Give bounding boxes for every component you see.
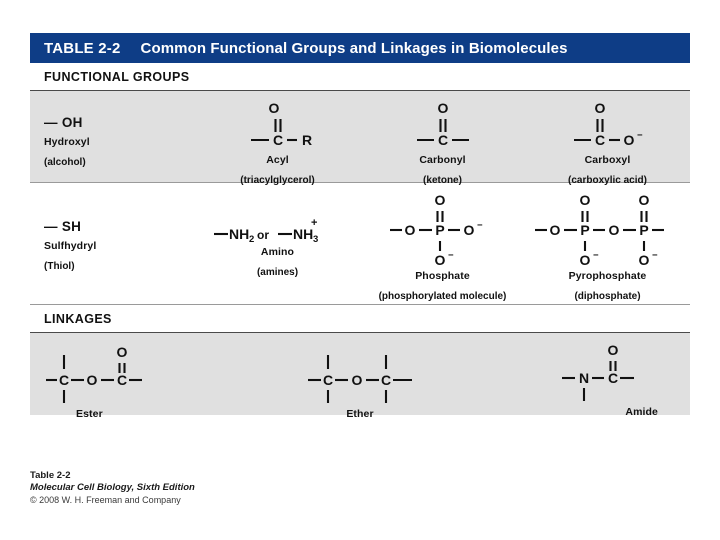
- group-name: Amino: [260, 246, 295, 258]
- table-number: TABLE 2-2: [44, 39, 121, 57]
- svg-text:O: O: [638, 192, 649, 208]
- group-cell-carbonyl: O C Carbonyl (ketone): [360, 91, 525, 186]
- svg-text:O: O: [579, 252, 590, 268]
- svg-text:−: −: [448, 250, 454, 261]
- ether-structure: C O C: [302, 355, 418, 405]
- group-note: (phosphorylated molecule): [378, 291, 507, 302]
- svg-text:O: O: [579, 192, 590, 208]
- svg-text:O: O: [268, 100, 279, 116]
- svg-text:P: P: [639, 222, 648, 238]
- section-header-functional-groups: FUNCTIONAL GROUPS: [30, 63, 690, 91]
- group-cell-sulfhydryl: — SH Sulfhydryl (Thiol): [30, 183, 195, 304]
- svg-text:or: or: [257, 228, 269, 242]
- linkage-name: Ester: [76, 408, 103, 420]
- functional-groups-row-1: — OH Hydroxyl (alcohol) O C R Acy: [30, 91, 690, 186]
- group-note: (alcohol): [44, 157, 86, 168]
- svg-text:O: O: [608, 222, 619, 238]
- table-title-bar: TABLE 2-2 Common Functional Groups and L…: [30, 33, 690, 63]
- group-name: Sulfhydryl: [44, 240, 97, 252]
- credit-source: Molecular Cell Biology, Sixth Edition: [30, 482, 195, 493]
- sulfhydryl-structure: — SH: [44, 219, 82, 234]
- svg-text:−: −: [637, 130, 643, 141]
- group-cell-acyl: O C R Acyl (triacylglycerol): [195, 91, 360, 186]
- group-note: (ketone): [423, 175, 462, 186]
- svg-text:O: O: [352, 372, 363, 388]
- svg-text:O: O: [608, 342, 619, 358]
- svg-text:2: 2: [249, 234, 254, 245]
- functional-groups-row-2: — SH Sulfhydryl (Thiol) NH 2 or NH 3 +: [30, 183, 690, 305]
- svg-text:NH: NH: [293, 226, 313, 242]
- amide-structure: N O C: [560, 342, 664, 403]
- group-name: Carboxyl: [584, 154, 631, 166]
- svg-text:NH: NH: [229, 226, 249, 242]
- linkage-name: Ether: [346, 408, 374, 420]
- linkage-cell-amide: N O C Amide: [470, 333, 690, 418]
- section-header-linkages: LINKAGES: [30, 305, 690, 333]
- table-title: Common Functional Groups and Linkages in…: [140, 39, 568, 57]
- svg-text:N: N: [579, 370, 589, 386]
- svg-text:C: C: [594, 132, 604, 148]
- svg-text:C: C: [608, 370, 618, 386]
- svg-text:+: +: [311, 217, 317, 229]
- linkages-row: C O O C Ester: [30, 333, 690, 420]
- svg-text:O: O: [638, 252, 649, 268]
- svg-text:O: O: [434, 192, 445, 208]
- group-note: (amines): [256, 267, 299, 278]
- svg-text:C: C: [59, 372, 69, 388]
- svg-text:−: −: [593, 250, 599, 261]
- phosphate-structure: O P O O − O −: [388, 191, 498, 268]
- group-name: Pyrophosphate: [568, 270, 647, 282]
- table-card: TABLE 2-2 Common Functional Groups and L…: [30, 33, 690, 420]
- svg-text:O: O: [404, 222, 415, 238]
- pyrophosphate-structure: O O P O − O O: [533, 191, 683, 268]
- group-name: Acyl: [266, 154, 289, 166]
- svg-text:O: O: [117, 344, 128, 360]
- group-cell-phosphate: O P O O − O − Phosphat: [360, 183, 525, 304]
- svg-text:O: O: [437, 100, 448, 116]
- hydroxyl-structure: — OH: [44, 115, 83, 130]
- group-cell-hydroxyl: — OH Hydroxyl (alcohol): [30, 91, 195, 182]
- group-cell-carboxyl: O C O − Carboxyl (carboxylic acid): [525, 91, 690, 186]
- svg-text:P: P: [435, 222, 444, 238]
- group-note: (triacylglycerol): [240, 175, 315, 186]
- group-note: (diphosphate): [574, 291, 641, 302]
- credit-copyright: © 2008 W. H. Freeman and Company: [30, 495, 181, 505]
- svg-text:R: R: [301, 132, 311, 148]
- credit-table-ref: Table 2-2: [30, 470, 71, 481]
- svg-text:−: −: [652, 250, 658, 261]
- svg-text:O: O: [549, 222, 560, 238]
- carboxyl-structure: O C O −: [562, 99, 654, 151]
- svg-text:C: C: [272, 132, 282, 148]
- svg-text:O: O: [463, 222, 474, 238]
- linkage-name: Amide: [625, 406, 658, 418]
- svg-text:C: C: [381, 372, 391, 388]
- svg-text:O: O: [434, 252, 445, 268]
- section-label: FUNCTIONAL GROUPS: [44, 69, 190, 84]
- group-note: (carboxylic acid): [568, 175, 647, 186]
- svg-text:−: −: [477, 220, 483, 231]
- group-cell-amino: NH 2 or NH 3 + Amino (amines): [195, 183, 360, 304]
- svg-text:C: C: [117, 372, 127, 388]
- group-note: (Thiol): [44, 261, 75, 272]
- group-cell-pyrophosphate: O O P O − O O: [525, 183, 690, 304]
- linkage-cell-ether: C O C Ether: [250, 333, 470, 420]
- svg-text:O: O: [623, 132, 634, 148]
- svg-text:C: C: [323, 372, 333, 388]
- acyl-structure: O C R: [233, 99, 323, 151]
- ester-structure: C O O C: [46, 344, 170, 405]
- svg-text:O: O: [594, 100, 605, 116]
- group-name: Phosphate: [415, 270, 470, 282]
- carbonyl-structure: O C: [403, 99, 483, 151]
- svg-text:3: 3: [313, 234, 318, 245]
- amino-structure: NH 2 or NH 3 +: [212, 217, 344, 245]
- section-label: LINKAGES: [44, 311, 112, 326]
- group-name: Carbonyl: [419, 154, 466, 166]
- linkage-cell-ester: C O O C Ester: [30, 333, 250, 420]
- svg-text:P: P: [580, 222, 589, 238]
- svg-text:C: C: [437, 132, 447, 148]
- svg-text:O: O: [87, 372, 98, 388]
- figure-credits: Table 2-2 Molecular Cell Biology, Sixth …: [30, 470, 450, 506]
- group-name: Hydroxyl: [44, 136, 90, 148]
